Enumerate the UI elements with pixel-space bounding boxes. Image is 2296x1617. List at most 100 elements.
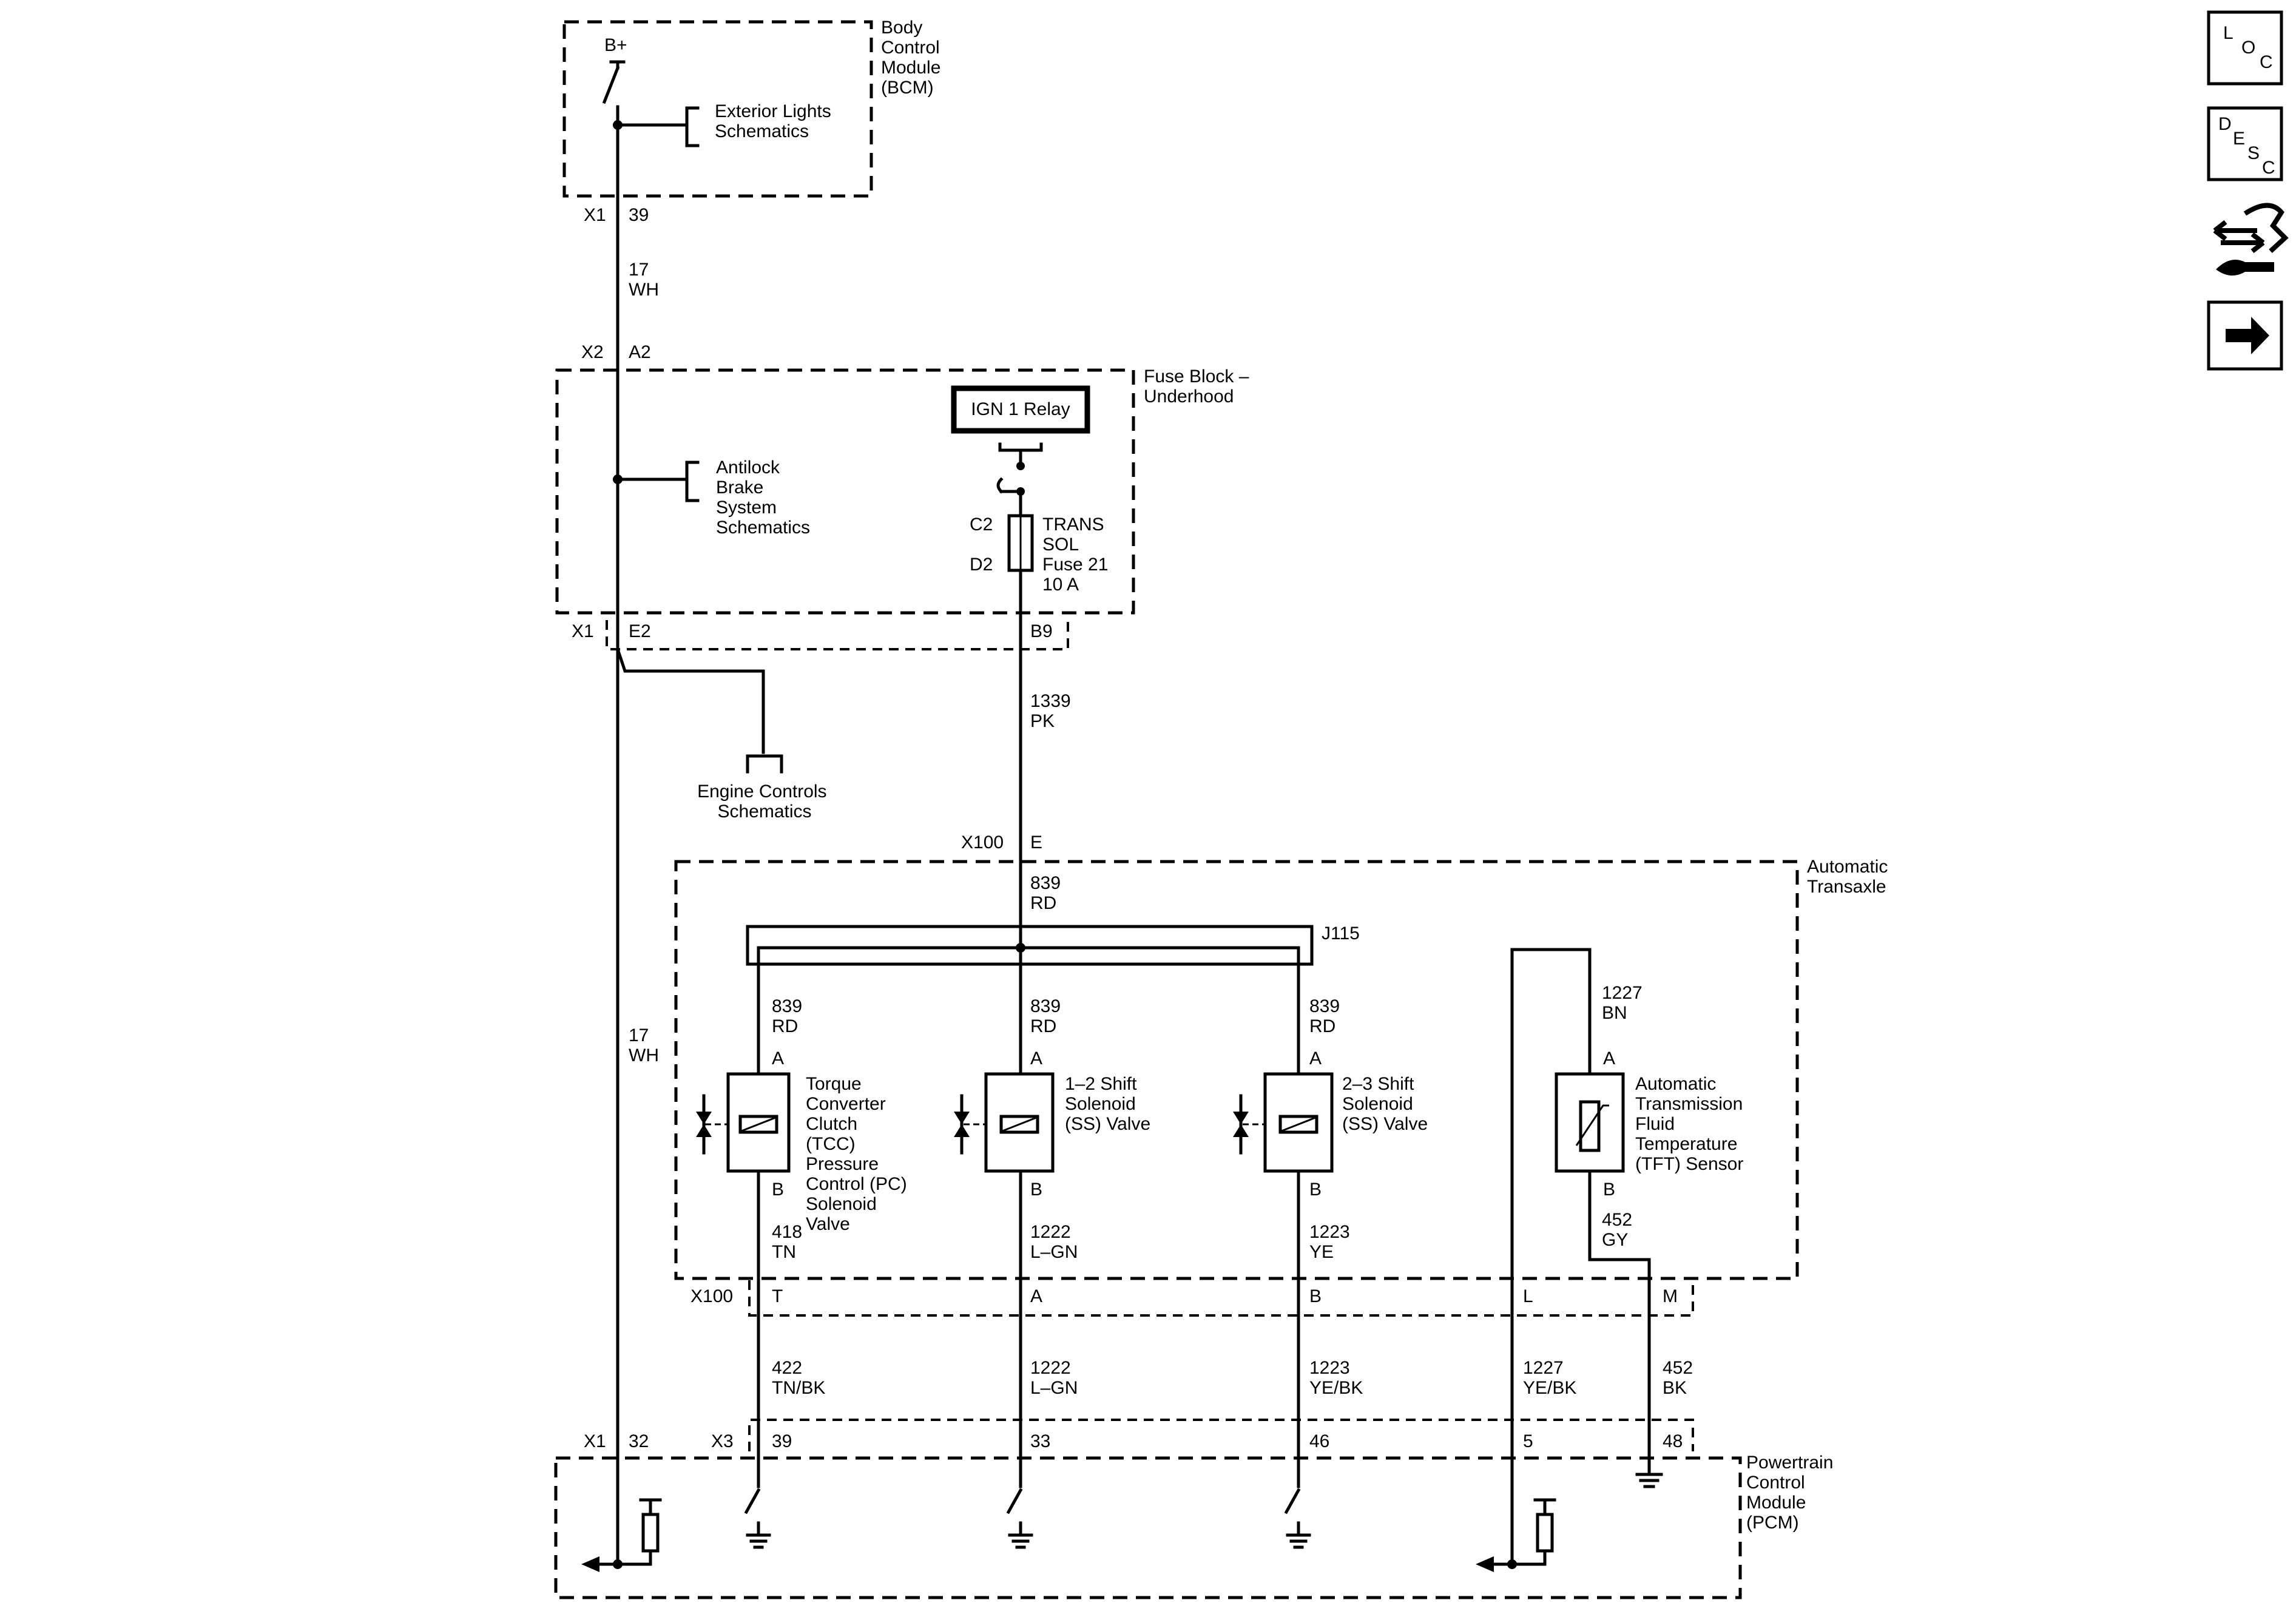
- tcc-pin-a: A: [772, 1048, 784, 1068]
- svg-text:S: S: [2247, 143, 2260, 163]
- wh-input-arrow: [581, 1556, 599, 1572]
- pcm-x3-label: X3: [711, 1431, 734, 1451]
- x100-pin-l: L: [1523, 1286, 1533, 1306]
- wire-1223-b: 1223 YE/BK: [1309, 1358, 1363, 1398]
- x100-top-label: X100: [961, 832, 1004, 852]
- fuse-block-box: [555, 368, 1135, 615]
- description-button[interactable]: D E S C: [2207, 106, 2283, 181]
- tft-sensor: [1555, 1072, 1625, 1173]
- bcm-label: Body Control Module (BCM): [881, 18, 946, 98]
- engine-controls-branch: [615, 647, 765, 754]
- wire-1227-ye-label: 1227 YE/BK: [1523, 1358, 1576, 1398]
- next-button[interactable]: [2207, 300, 2283, 371]
- tcc-driver-switch: [744, 1488, 761, 1514]
- x100-top-pin: E: [1030, 832, 1042, 852]
- wire-17-top: 17 WH: [629, 260, 659, 300]
- svg-text:O: O: [2241, 38, 2255, 58]
- ign1-relay: [951, 385, 1090, 434]
- x100-bottom-connector: [748, 1280, 1694, 1317]
- ss12-solenoid: [984, 1072, 1055, 1173]
- connector-repair-button[interactable]: [2213, 203, 2289, 276]
- j115-label: J115: [1322, 923, 1360, 944]
- location-button[interactable]: L O C: [2207, 10, 2283, 86]
- ss23-driver-switch: [1284, 1488, 1301, 1514]
- wire-839-12: 839 RD: [1030, 996, 1065, 1036]
- fb-x1-label: X1: [572, 621, 594, 641]
- wire-452-gy: 452 GY: [1602, 1210, 1637, 1250]
- tcc-label: Torque Converter Clutch (TCC) Pressure C…: [806, 1074, 912, 1234]
- pcm-x3-pin-39: 39: [772, 1431, 792, 1451]
- wire-17-mid: 17 WH: [629, 1025, 659, 1065]
- fb-x2-label: X2: [581, 342, 604, 362]
- ss12-label: 1–2 Shift Solenoid (SS) Valve: [1065, 1074, 1150, 1134]
- splice-j115: [746, 925, 1314, 966]
- x100-bottom-label: X100: [690, 1286, 733, 1306]
- arrow-right-icon: [2226, 317, 2269, 354]
- pcm-label: Powertrain Control Module (PCM): [1746, 1453, 1838, 1533]
- x3-connector: [748, 1419, 1694, 1451]
- ss23-solenoid: [1263, 1072, 1334, 1173]
- ss23-label: 2–3 Shift Solenoid (SS) Valve: [1342, 1074, 1428, 1134]
- abs-ref: Antilock Brake System Schematics: [716, 457, 810, 538]
- x100-pin-b: B: [1309, 1286, 1322, 1306]
- pcm-x1-pin: 32: [629, 1431, 649, 1451]
- transaxle-box: [674, 860, 1799, 1280]
- b-plus-label: B+: [604, 35, 627, 55]
- ss23-pin-b: B: [1309, 1180, 1322, 1200]
- svg-text:D: D: [2218, 114, 2232, 134]
- location-icon: L O C: [2223, 23, 2273, 72]
- ss12-pin-b: B: [1030, 1180, 1042, 1200]
- tcc-pin-b: B: [772, 1180, 784, 1200]
- wire-452: [1588, 1169, 1651, 1476]
- svg-text:C: C: [2262, 158, 2275, 178]
- ign1-relay-label: IGN 1 Relay: [971, 399, 1070, 419]
- fuse-d2: D2: [970, 555, 993, 575]
- wire-1339: 1339 PK: [1030, 691, 1076, 731]
- fb-x1-connector: [606, 620, 1069, 650]
- exterior-lights-ref: Exterior Lights Schematics: [715, 101, 836, 141]
- pcm-x3-pin-33: 33: [1030, 1431, 1050, 1451]
- fuse-21-label: TRANS SOL Fuse 21 10 A: [1042, 515, 1113, 595]
- wire-1223-a: 1223 YE: [1309, 1222, 1355, 1262]
- pcm-x3-pin-48: 48: [1663, 1431, 1683, 1451]
- tcc-solenoid: [726, 1072, 791, 1173]
- wire-1222-a: 1222 L–GN: [1030, 1222, 1078, 1262]
- tft-input-arrow: [1476, 1556, 1494, 1572]
- wire-1222-b: 1222 L–GN: [1030, 1358, 1078, 1398]
- bcm-box: [562, 20, 873, 198]
- engine-controls-ref: Engine Controls Schematics: [697, 781, 832, 822]
- x100-pin-m: M: [1663, 1286, 1678, 1306]
- bcm-x1-pin: 39: [629, 205, 649, 225]
- fb-x1-b9: B9: [1030, 621, 1053, 641]
- ss23-pin-a: A: [1309, 1048, 1322, 1068]
- wire-839-23: 839 RD: [1309, 996, 1345, 1036]
- pcm-pullup-resistor-2: [1536, 1513, 1554, 1553]
- wire-1227-bn: 1227 BN: [1602, 983, 1647, 1023]
- transaxle-label: Automatic Transaxle: [1807, 857, 1893, 897]
- fb-x2-pin: A2: [629, 342, 651, 362]
- wire-418: 418 TN: [772, 1222, 807, 1262]
- svg-text:L: L: [2223, 23, 2234, 43]
- pcm-x3-pin-46: 46: [1309, 1431, 1329, 1451]
- x100-pin-t: T: [772, 1286, 783, 1306]
- fuse-c2: C2: [970, 515, 993, 535]
- ss12-driver-switch: [1006, 1488, 1023, 1514]
- bcm-switch: [602, 66, 620, 104]
- fuse-block-label: Fuse Block – Underhood: [1144, 366, 1254, 407]
- x100-pin-a: A: [1030, 1286, 1042, 1306]
- ss12-pin-a: A: [1030, 1048, 1042, 1068]
- fb-x1-e2: E2: [629, 621, 651, 641]
- pcm-x1-label: X1: [584, 1431, 606, 1451]
- description-icon: D E S C: [2218, 114, 2275, 178]
- tft-pin-b: B: [1603, 1180, 1615, 1200]
- tft-label: Automatic Transmission Fluid Temperature…: [1635, 1074, 1748, 1174]
- wire-422: 422 TN/BK: [772, 1358, 825, 1398]
- pcm-pullup-resistor-1: [641, 1513, 660, 1553]
- svg-text:C: C: [2260, 52, 2273, 72]
- tft-pin-a: A: [1603, 1048, 1615, 1068]
- wire-839-tcc: 839 RD: [772, 996, 807, 1036]
- pcm-box: [554, 1456, 1742, 1599]
- pcm-x3-pin-5: 5: [1523, 1431, 1533, 1451]
- wire-452-bk: 452 BK: [1663, 1358, 1698, 1398]
